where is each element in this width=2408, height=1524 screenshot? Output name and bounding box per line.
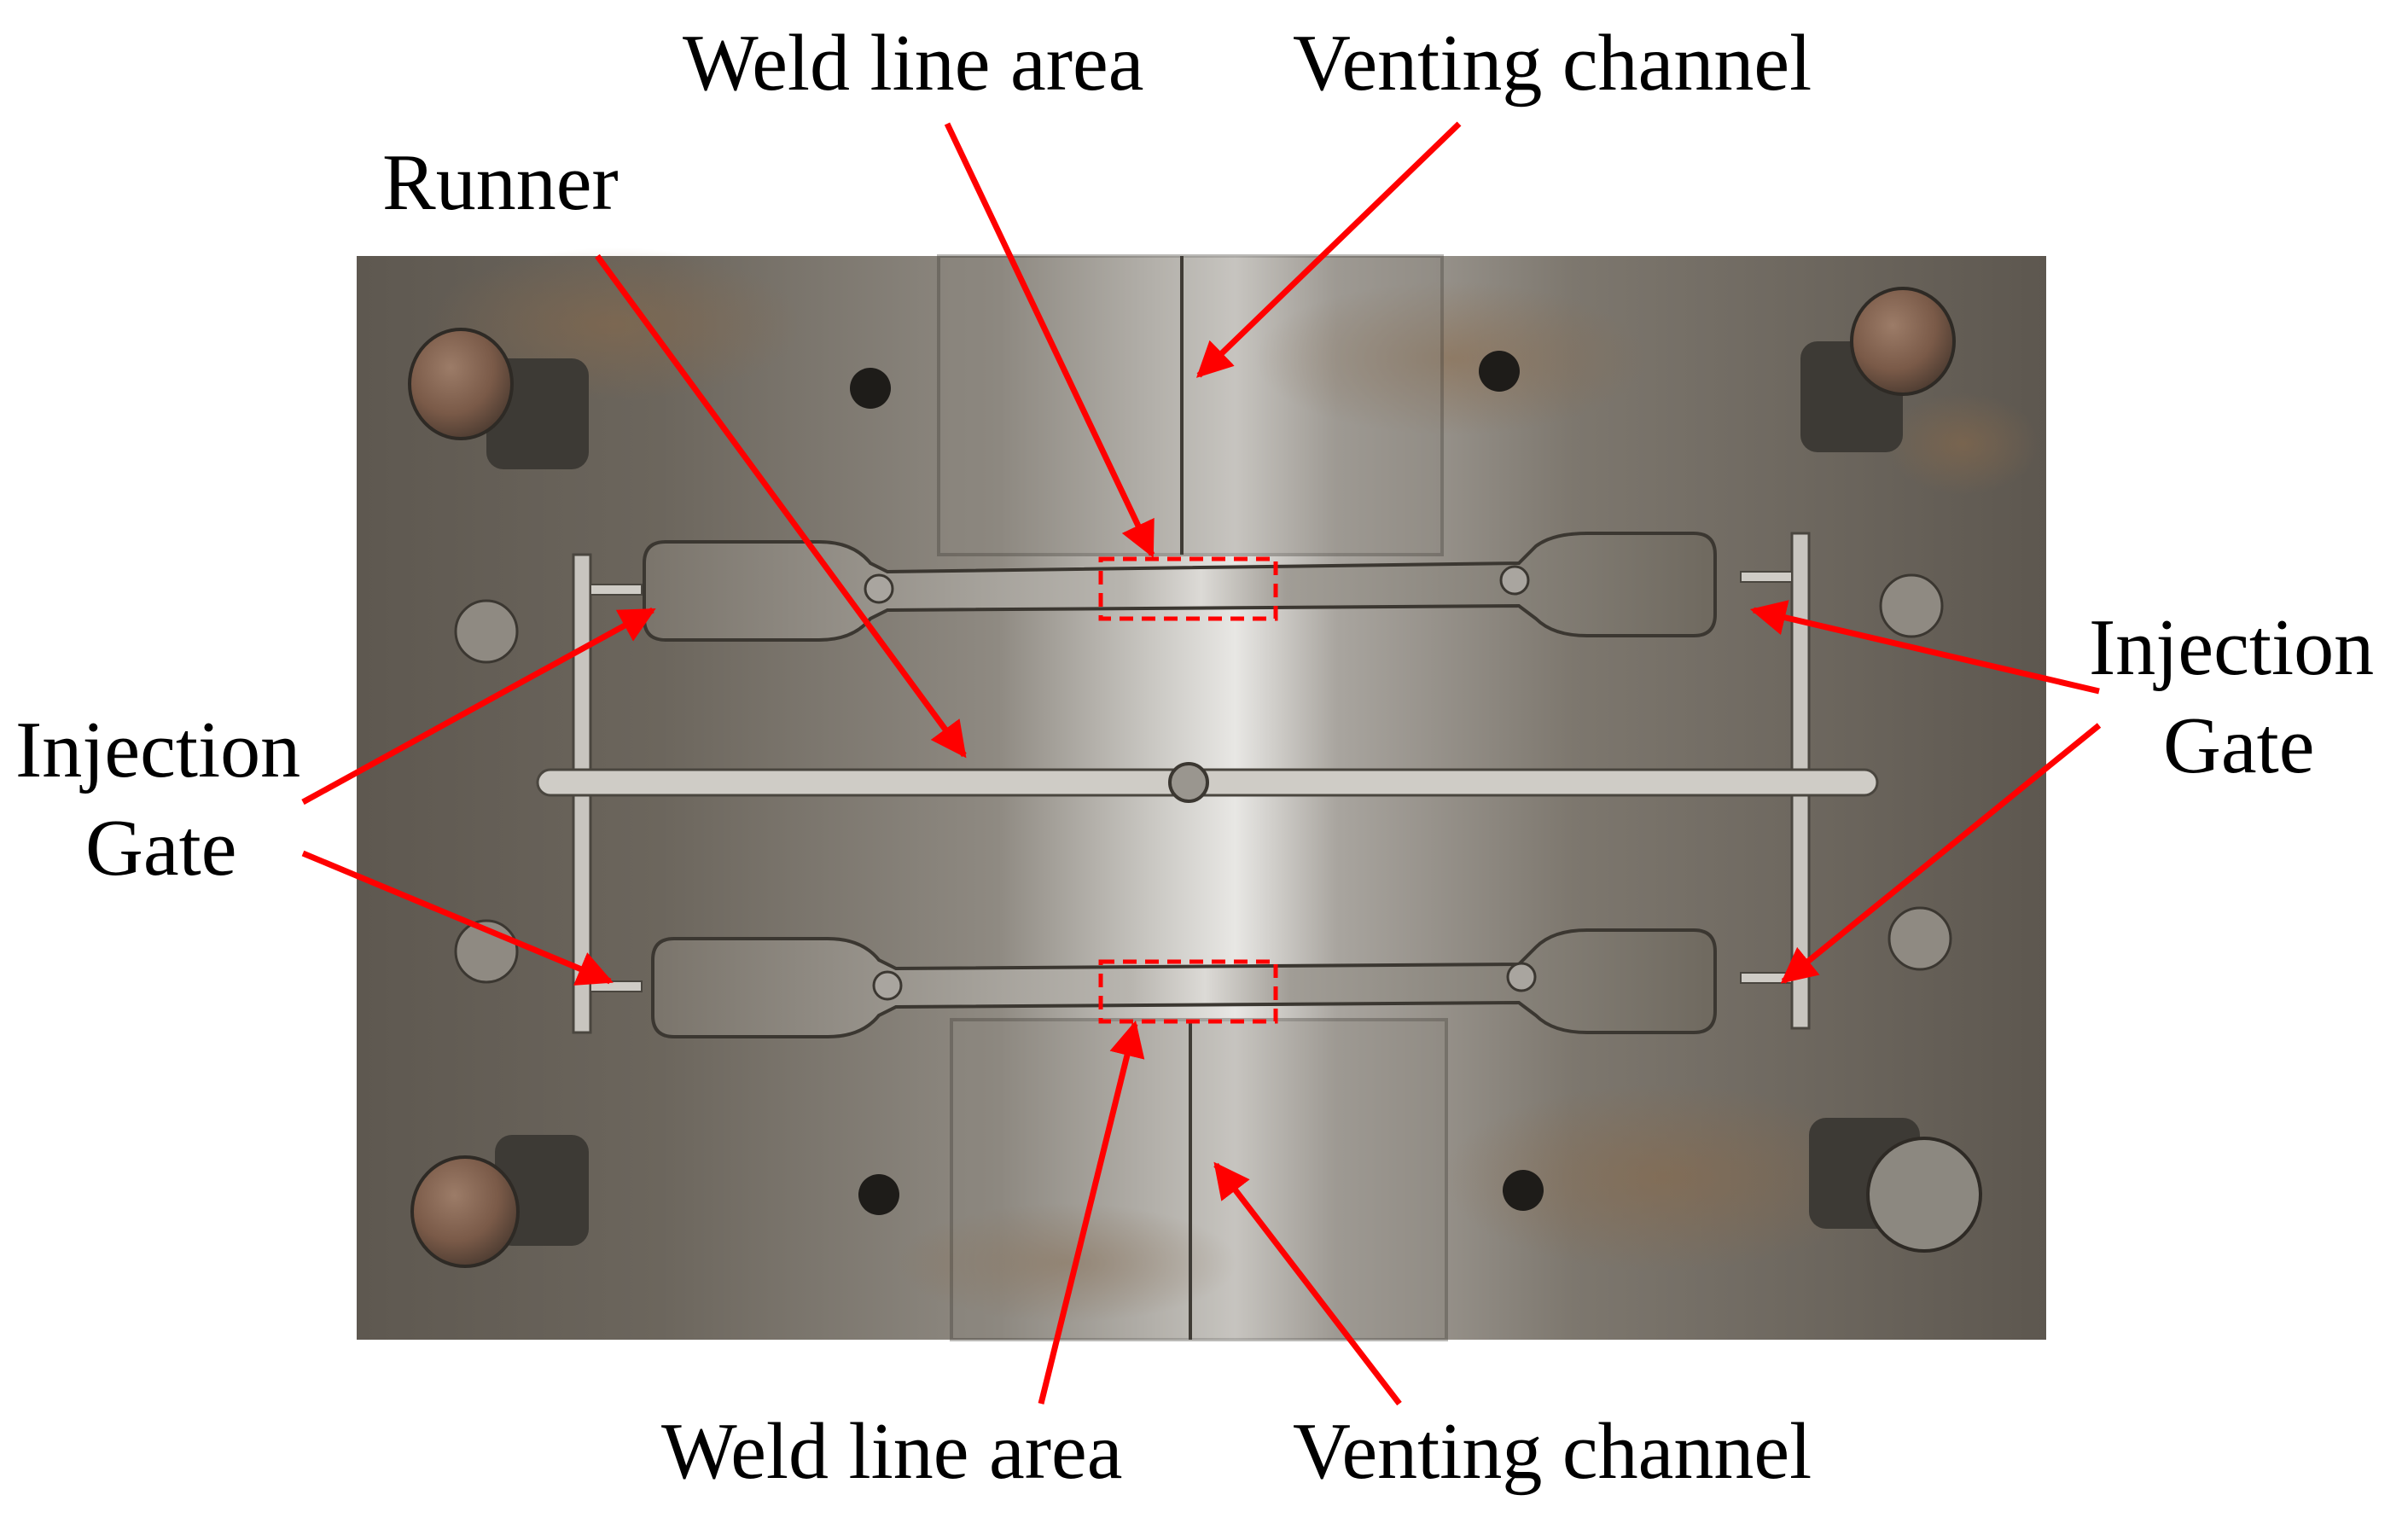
arrow-gate-right-bottom [1780,723,2102,984]
arrow-gate-right-top [1749,600,2100,695]
guide-pin-bottom-left [410,1135,589,1268]
arrow-weld-top [944,122,1155,558]
weld-box-top [1098,556,1278,621]
venting-block-top [937,254,1444,556]
ejector-pins [454,573,1952,984]
labels: Weld line area Venting channel Runner In… [15,19,2374,1496]
annotation-arrows [301,121,2102,1406]
label-venting-top: Venting channel [1293,19,1812,108]
arrow-gate-left-bottom [301,850,614,986]
weld-box-bottom [1098,959,1278,1024]
label-injection-left: Injection [15,706,300,794]
venting-block-bottom [950,1018,1448,1341]
label-injection-right: Injection [2089,603,2374,692]
guide-pin-top-right [1800,287,1956,452]
arrow-venting-bottom [1213,1161,1402,1406]
label-gate-left: Gate [85,804,236,893]
arrow-gate-left-top [301,607,656,806]
arrow-runner [595,253,967,759]
label-venting-bottom: Venting channel [1293,1407,1812,1496]
label-gate-right: Gate [2163,701,2314,790]
specimen-cavity-bottom [651,928,1717,1038]
guide-pin-top-left [408,328,589,469]
arrow-weld-bottom [1038,1020,1145,1405]
label-weld-top: Weld line area [683,19,1143,108]
mold-plate [357,247,2046,1340]
runner-system [536,532,1879,1034]
label-runner: Runner [382,138,619,227]
guide-pin-bottom-right [1809,1118,1982,1253]
label-weld-bottom: Weld line area [661,1407,1122,1496]
arrow-venting-top [1195,121,1462,378]
bolt-holes [850,351,1544,1215]
